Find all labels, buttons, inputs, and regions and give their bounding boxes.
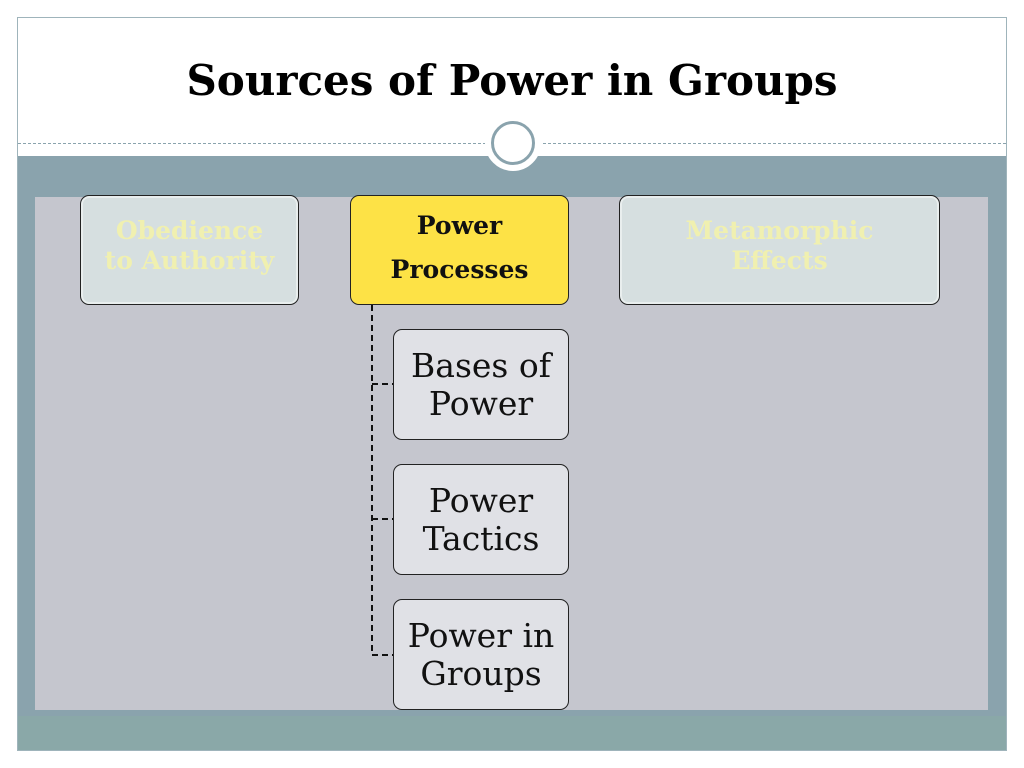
node-label-line: to Authority — [104, 246, 275, 275]
circle-ornament-ring — [491, 121, 535, 165]
node-label-line: Groups — [420, 653, 542, 693]
node-label-line: Obedience — [115, 216, 264, 245]
node-bases-of-power[interactable]: Bases of Power — [393, 329, 569, 440]
node-power-in-groups[interactable]: Power in Groups — [393, 599, 569, 710]
node-metamorphic-effects[interactable]: Metamorphic Effects — [619, 195, 940, 305]
circle-ornament-icon — [485, 115, 541, 171]
node-label-line: Effects — [731, 246, 828, 275]
footer-bar — [18, 716, 1006, 750]
node-label-line: Bases of — [411, 345, 551, 385]
node-label-line: Power in — [407, 615, 555, 655]
node-label-line: Power — [416, 211, 503, 240]
node-obedience-to-authority[interactable]: Obedience to Authority — [80, 195, 299, 305]
node-power-processes[interactable]: Power Processes — [350, 195, 569, 305]
node-label-line: Tactics — [422, 518, 540, 558]
node-label-line: Power — [428, 480, 534, 520]
node-label-line: Power — [428, 383, 534, 423]
page-title: Sources of Power in Groups — [186, 56, 838, 105]
node-label-line: Metamorphic — [685, 216, 874, 245]
node-power-tactics[interactable]: Power Tactics — [393, 464, 569, 575]
node-label-line: Processes — [390, 255, 529, 284]
